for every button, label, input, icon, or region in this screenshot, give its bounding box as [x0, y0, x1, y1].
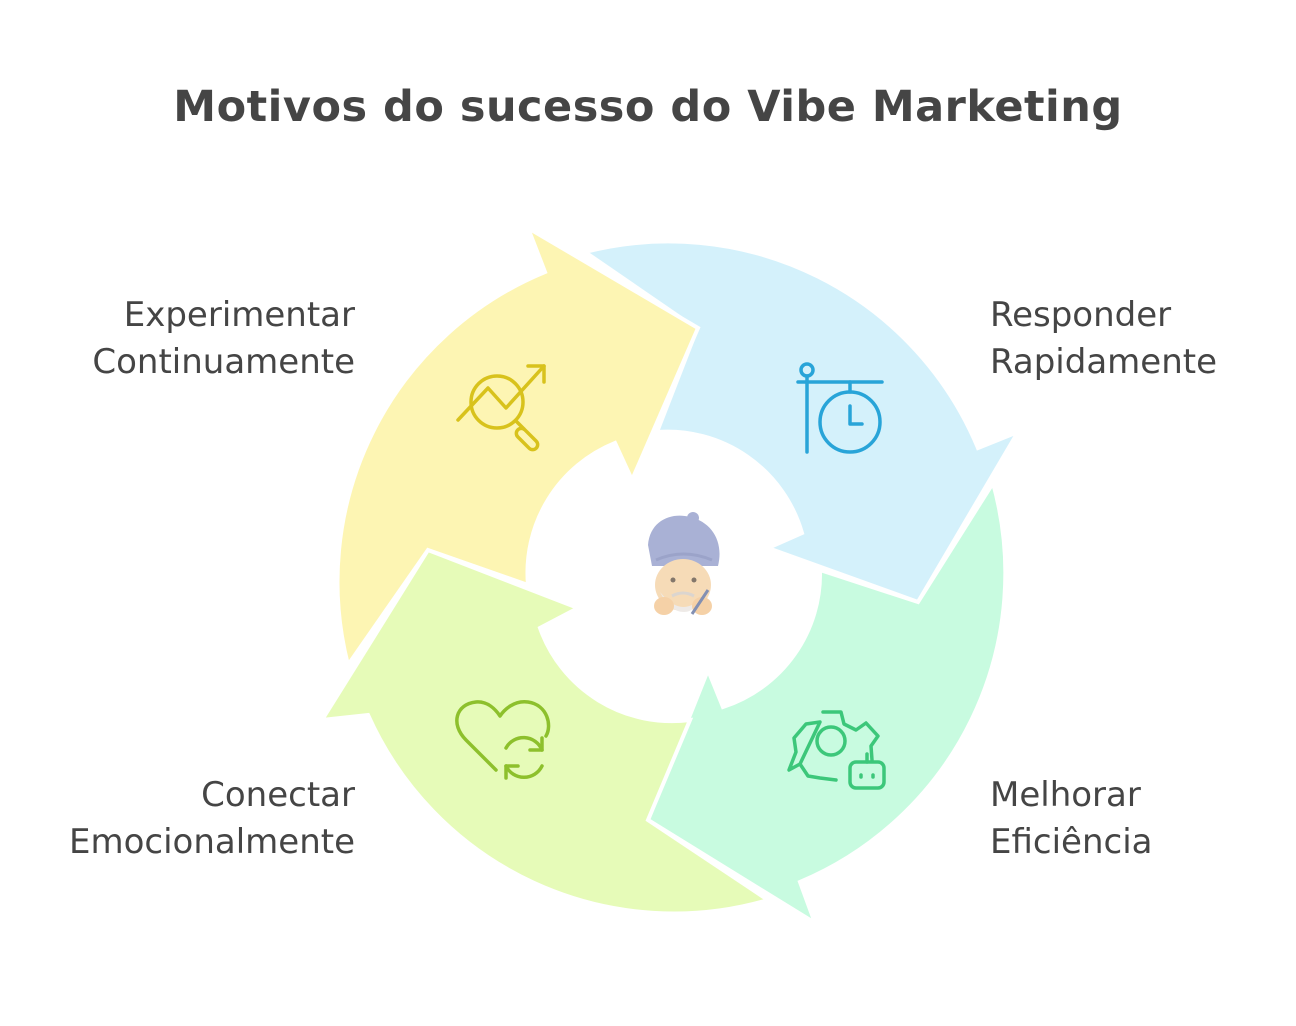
gear-robot-icon — [787, 710, 886, 790]
segment-conectar — [318, 547, 773, 916]
segment-responder — [580, 239, 1023, 605]
label-experimentar: Experimentar Continuamente — [92, 292, 355, 386]
label-responder: Responder Rapidamente — [990, 292, 1217, 386]
sage-mascot-icon — [648, 512, 720, 615]
clock-sign-icon — [796, 362, 884, 454]
label-conectar-line2: Emocionalmente — [68, 822, 355, 862]
label-melhorar-line2: Eficiência — [990, 822, 1153, 862]
segment-melhorar — [645, 478, 1008, 928]
label-melhorar-line1: Melhorar — [990, 775, 1141, 815]
label-responder-line1: Responder — [990, 295, 1172, 335]
segment-experimentar — [335, 223, 701, 670]
diagram-title: Motivos do sucesso do Vibe Marketing — [173, 82, 1123, 132]
label-experimentar-line2: Continuamente — [92, 342, 355, 382]
label-conectar: Conectar Emocionalmente — [69, 772, 355, 866]
label-melhorar: Melhorar Eficiência — [990, 772, 1152, 866]
heart-refresh-icon — [455, 700, 551, 780]
label-responder-line2: Rapidamente — [990, 342, 1217, 382]
chart-magnifier-icon — [456, 364, 546, 452]
label-conectar-line1: Conectar — [201, 775, 355, 815]
label-experimentar-line1: Experimentar — [123, 295, 355, 335]
